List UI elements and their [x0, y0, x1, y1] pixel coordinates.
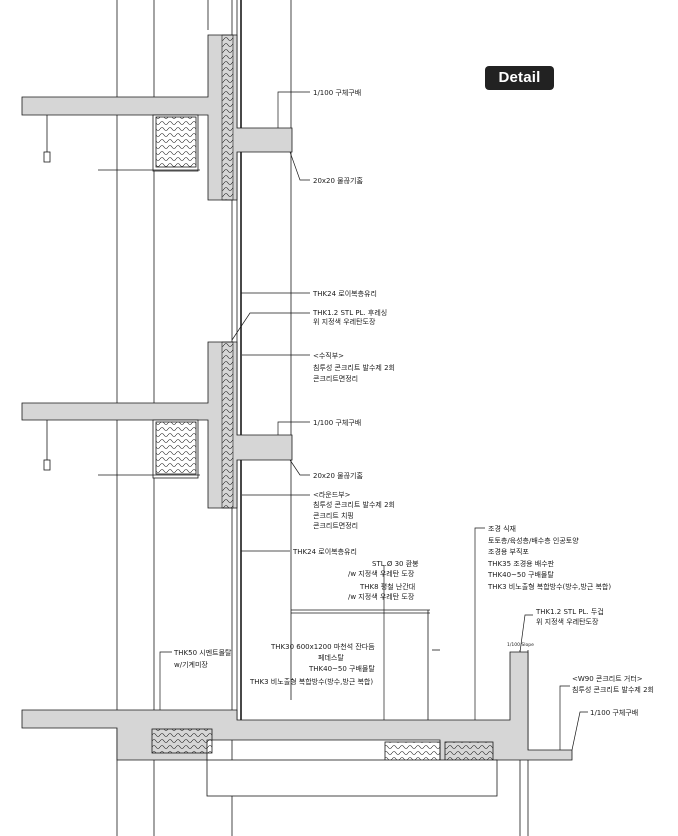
label-cement-2: w/기계미장 [174, 660, 208, 669]
upper-slab [21, 34, 293, 201]
label-floor-2: 페데스탈 [318, 653, 344, 662]
label-slope-small: 1/100 Slope [507, 642, 534, 648]
label-stl-pl-2: 위 지정색 우레탄도장 [313, 317, 376, 326]
label-floor-4: THK3 비노출형 복합방수(방수,방근 복합) [249, 677, 373, 686]
label-drip-top: 20x20 물끊기홈 [313, 176, 364, 185]
label-round-title: <라운드부> [313, 490, 351, 499]
label-landscape-3: 조경용 부직포 [488, 547, 529, 556]
label-parapet-title: <W90 콘크리트 거터> [572, 674, 643, 683]
label-landscape-1: 조경 식재 [488, 524, 516, 533]
label-landscape-2: 토토층/육성층/배수층 인공토양 [488, 536, 579, 545]
label-landscape-4: THK35 조경용 배수판 [487, 559, 555, 568]
annotation-labels: 1/100 구체구배 20x20 물끊기홈 THK24 로이복층유리 THK1.… [173, 88, 654, 717]
label-landscape-5: THK40~50 구배몰탈 [487, 570, 554, 579]
label-vertical-2: 콘크리트면정리 [313, 374, 358, 383]
label-stl-pl-1: THK1.2 STL PL. 후레싱 [312, 308, 387, 317]
label-rail-1: STL.Ø 30 환봉 [372, 559, 419, 568]
label-round-3: 콘크리트면정리 [313, 521, 358, 530]
label-drip-mid: 20x20 물끊기홈 [313, 471, 364, 480]
label-glass-mid: THK24 로이복층유리 [292, 547, 357, 556]
middle-slab [21, 341, 293, 509]
label-round-1: 침투성 콘크리트 발수제 2회 [313, 500, 395, 509]
label-rail-2: /w 지정색 우레탄 도장 [348, 569, 415, 578]
label-cement-1: THK50 시멘트몰탈 [173, 648, 232, 657]
label-cap-1: THK1.2 STL PL. 두겁 [535, 608, 604, 616]
detail-badge: Detail [485, 66, 554, 90]
label-rail-3: THK8 평철 난간대 [359, 582, 415, 591]
label-vertical-title: <수직부> [313, 351, 344, 360]
label-rail-4: /w 지정색 우레탄 도장 [348, 592, 415, 601]
label-vertical-1: 침투성 콘크리트 발수제 2회 [313, 363, 395, 372]
label-cap-2: 위 지정색 우레탄도장 [536, 617, 599, 626]
ceiling-hangers [43, 115, 200, 476]
label-landscape-6: THK3 비노출형 복합방수(방수,방근 복합) [487, 582, 611, 591]
label-slope-mid: 1/100 구체구배 [313, 418, 361, 427]
column-insulation [221, 34, 234, 509]
terrace-slab [21, 651, 573, 797]
label-slope-top: 1/100 구체구배 [313, 88, 361, 97]
leader-lines [159, 91, 588, 751]
label-floor-3: THK40~50 구배몰탈 [308, 664, 375, 673]
label-round-2: 콘크리트 치핑 [313, 511, 354, 520]
label-floor-1: THK30 600x1200 마천석 잔다듬 [270, 642, 375, 651]
railing [291, 609, 440, 720]
label-parapet-1: 침투성 콘크리트 발수제 2회 [572, 685, 654, 694]
label-slope-bottom: 1/100 구체구배 [590, 708, 638, 717]
label-glass-top: THK24 로이복층유리 [312, 289, 377, 298]
